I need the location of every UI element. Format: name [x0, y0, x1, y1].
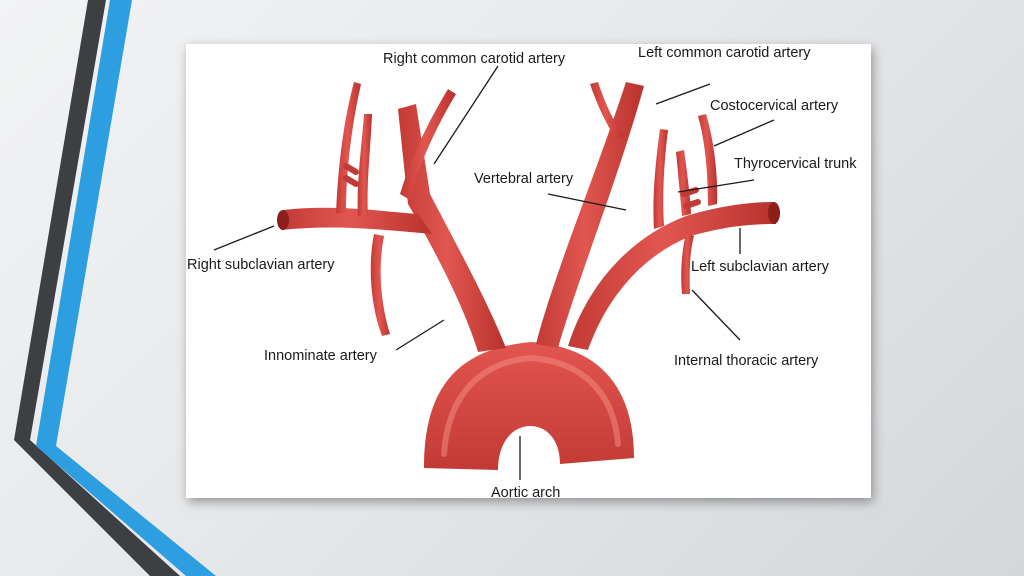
aortic-arch-figure: Right common carotid artery Left common … [186, 44, 871, 498]
leader-innominate [395, 319, 445, 351]
right-vertebral-vessel [357, 114, 372, 216]
leader-costocervical [713, 119, 775, 147]
label-right-common-carotid: Right common carotid artery [383, 51, 566, 67]
right-subclavian-vessel [281, 207, 432, 234]
gray-stripe-bottom [14, 440, 180, 576]
right-internal-thoracic-vessel [370, 234, 390, 336]
left-subclavian-vessel [568, 202, 776, 350]
right-upper-branch-2 [400, 89, 456, 200]
gray-stripe-top [14, 0, 106, 440]
leader-left-common-carotid [655, 83, 711, 105]
left-carotid-branch [590, 82, 624, 139]
right-twigs [343, 163, 359, 187]
blue-stripe-top [36, 0, 132, 446]
label-thyrocervical: Thyrocervical trunk [734, 156, 857, 172]
right-subclavian-lumen [277, 210, 289, 230]
left-subclavian-lumen [768, 202, 780, 224]
left-common-carotid-vessel [536, 82, 644, 348]
label-right-subclavian: Right subclavian artery [187, 257, 335, 273]
aortic-arch-diagram: Right common carotid artery Left common … [187, 45, 857, 498]
leader-internal-thoracic [691, 289, 741, 341]
blue-stripe-bottom [36, 446, 216, 576]
label-innominate: Innominate artery [264, 348, 378, 364]
costocervical-vessel [698, 114, 718, 206]
label-aortic-arch: Aortic arch [491, 485, 560, 498]
label-costocervical: Costocervical artery [710, 98, 839, 114]
leader-right-common-carotid [433, 65, 499, 165]
left-internal-thoracic-vessel [681, 234, 694, 294]
left-twigs [681, 187, 701, 209]
right-upper-branch [336, 82, 361, 214]
label-vertebral: Vertebral artery [474, 171, 574, 187]
leader-vertebral [547, 193, 627, 211]
thyrocervical-vessel [676, 150, 691, 216]
label-internal-thoracic: Internal thoracic artery [674, 353, 819, 369]
leader-thyrocervical [677, 179, 755, 193]
innominate-artery-vessel [398, 104, 506, 352]
label-left-common-carotid: Left common carotid artery [638, 45, 811, 61]
leader-right-subclavian [213, 225, 275, 251]
label-left-subclavian: Left subclavian artery [691, 259, 830, 275]
left-vertebral-vessel [653, 129, 668, 229]
aortic-arch-highlight [441, 354, 621, 457]
